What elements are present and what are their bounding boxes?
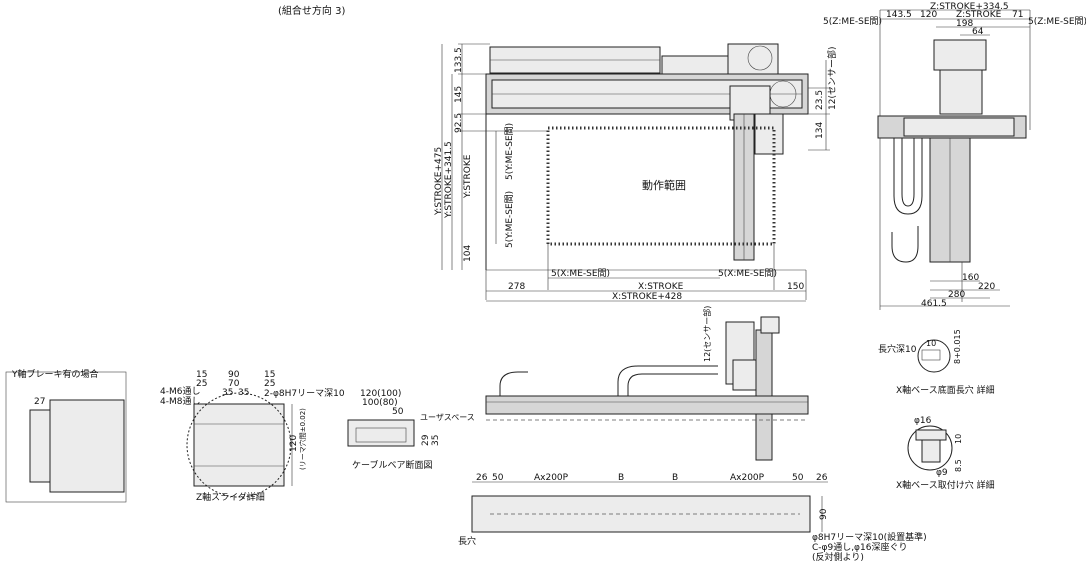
x-hole-detail: 長穴深10 10 8+0.015 X軸ベース底面長穴 詳細	[878, 329, 995, 396]
z-d120: 120	[289, 435, 299, 452]
z-d25a: 25	[196, 379, 207, 389]
dim-64: 64	[972, 27, 984, 37]
dim-160: 160	[962, 273, 979, 283]
dim-150: 150	[787, 282, 804, 292]
dim-145: 145	[454, 86, 464, 103]
z-pin: 2-φ8H7リーマ深10	[264, 388, 345, 399]
base-d26a: 26	[476, 473, 488, 483]
z-d90: 90	[228, 370, 240, 380]
z-d70: 70	[228, 379, 240, 389]
base-d50a: 50	[492, 473, 504, 483]
base-d50b: 50	[792, 473, 804, 483]
z-d25b: 25	[264, 379, 275, 389]
operating-range	[546, 126, 776, 246]
xmount-d85: 8.5	[954, 459, 963, 472]
dim-y-stroke-341-5: Y:STROKE+341.5	[444, 141, 454, 219]
front-view: 12(センサー部)	[485, 306, 809, 461]
z-slider-detail: 15 90 15 25 70 25 35 35 4-M6通し 4-M8通し 2-…	[160, 370, 345, 503]
x-mount-detail: φ16 10 8.5 φ9 X軸ベース取付け穴 詳細	[896, 416, 995, 491]
base-note2: C-φ9通し,φ16深座ぐり	[812, 541, 907, 553]
side-cable	[893, 138, 923, 215]
x-me-se-right: 5(X:ME-SE間)	[718, 268, 777, 279]
dim-198: 198	[956, 19, 973, 29]
cable-w1: 120(100)	[360, 389, 401, 399]
front-sensor-dim: 12(センサー部)	[702, 306, 712, 362]
base-d90: 90	[819, 508, 829, 520]
cable-user: ユーザスペース	[420, 413, 475, 422]
y-me-se-bottom: 5(Y:ME-SE間)	[504, 191, 515, 248]
base-b1: B	[618, 473, 624, 483]
dim-143-5: 143.5	[886, 10, 912, 20]
base-view: 26 50 Ax200P B B Ax200P 50 26 90 長穴 φ8H7…	[458, 473, 927, 561]
z-pin-note: (リーマ穴間±0.02)	[298, 408, 307, 470]
z-d15a: 15	[196, 370, 207, 380]
front-beam	[485, 395, 809, 415]
xhole-d8: 8+0.015	[953, 329, 962, 364]
xhole-d10: 10	[926, 339, 936, 348]
side-motor	[933, 39, 987, 71]
operating-range-label: 動作範囲	[642, 178, 686, 192]
motor-unit	[727, 43, 779, 79]
dim-23-5: 23.5	[815, 90, 825, 110]
y-me-se-top: 5(Y:ME-SE間)	[504, 123, 515, 180]
dim-461-5: 461.5	[921, 299, 947, 309]
brake-detail: Y軸ブレーキ有の場合 27	[5, 368, 127, 503]
z-me-se-left: 5(Z:ME-SE間)	[823, 16, 882, 27]
brake-d27: 27	[34, 397, 45, 407]
xmount-d16: φ16	[914, 416, 932, 426]
dim-71: 71	[1012, 10, 1023, 20]
dim-z-stroke-334-5: Z:STROKE+334.5	[930, 2, 1009, 12]
z-title: Z軸スライダ詳細	[196, 491, 265, 503]
dim-z-stroke: Z:STROKE	[956, 10, 1002, 20]
z-slider-plate	[193, 403, 285, 487]
dim-220: 220	[978, 282, 995, 292]
z-d35a: 35	[222, 388, 233, 398]
base-ax1: Ax200P	[534, 473, 569, 483]
x-carriage-block	[661, 55, 733, 75]
dim-y-stroke-475: Y:STROKE+475	[434, 147, 444, 216]
front-cable	[499, 371, 528, 398]
base-b2: B	[672, 473, 678, 483]
z-m8: 4-M8通し	[160, 396, 200, 407]
xmount-d10: 10	[954, 434, 963, 444]
xhole-label: 長穴深10	[878, 343, 917, 355]
dim-280: 280	[948, 290, 965, 300]
dim-x-stroke-428: X:STROKE+428	[612, 292, 682, 302]
dim-278: 278	[508, 282, 525, 292]
z-m6: 4-M6通し	[160, 386, 200, 397]
dim-120-side: 120	[920, 10, 937, 20]
cable-h29: 29	[421, 434, 431, 446]
base-long-hole: 長穴	[458, 535, 476, 547]
xmount-d9: φ9	[936, 468, 948, 478]
dim-133-5: 133.5	[454, 47, 464, 73]
main-top-view: 動作範囲 133.5 145 92.5 Y:STROKE+475 Y:STROK…	[434, 43, 838, 302]
header-caption: (組合せ方向 3)	[278, 4, 345, 17]
cable-title: ケーブルベア断面図	[352, 459, 432, 471]
front-z-column	[755, 329, 773, 461]
base-ax2: Ax200P	[730, 473, 765, 483]
xhole-title: X軸ベース底面長穴 詳細	[896, 384, 995, 396]
cable-d50: 50	[392, 407, 404, 417]
cable-w2: 100(80)	[362, 398, 398, 408]
z-me-se-right: 5(Z:ME-SE間)	[1028, 16, 1086, 27]
dim-x-stroke: X:STROKE	[638, 282, 684, 292]
base-note1: φ8H7リーマ深10(設置基準)	[812, 531, 927, 543]
dim-y-stroke: Y:STROKE	[463, 154, 473, 199]
dim-134: 134	[815, 122, 825, 139]
cable-h35: 35	[431, 435, 441, 446]
cable-carrier: 120(100) 100(80) 50 ユーザスペース 29 35 ケーブルベア…	[347, 389, 475, 471]
base-d26b: 26	[816, 473, 828, 483]
dim-92-5: 92.5	[454, 113, 464, 133]
brake-title: Y軸ブレーキ有の場合	[11, 368, 99, 380]
dim-104: 104	[463, 245, 473, 262]
x-me-se-left: 5(X:ME-SE間)	[551, 268, 610, 279]
base-note3: (反対側より)	[812, 551, 864, 561]
xmount-title: X軸ベース取付け穴 詳細	[896, 479, 995, 491]
z-d15b: 15	[264, 370, 275, 380]
dim-sensor-12: 12(センサー部)	[826, 47, 838, 110]
side-view: Z:STROKE+334.5 143.5 120 Z:STROKE 71 5(Z…	[823, 2, 1086, 310]
